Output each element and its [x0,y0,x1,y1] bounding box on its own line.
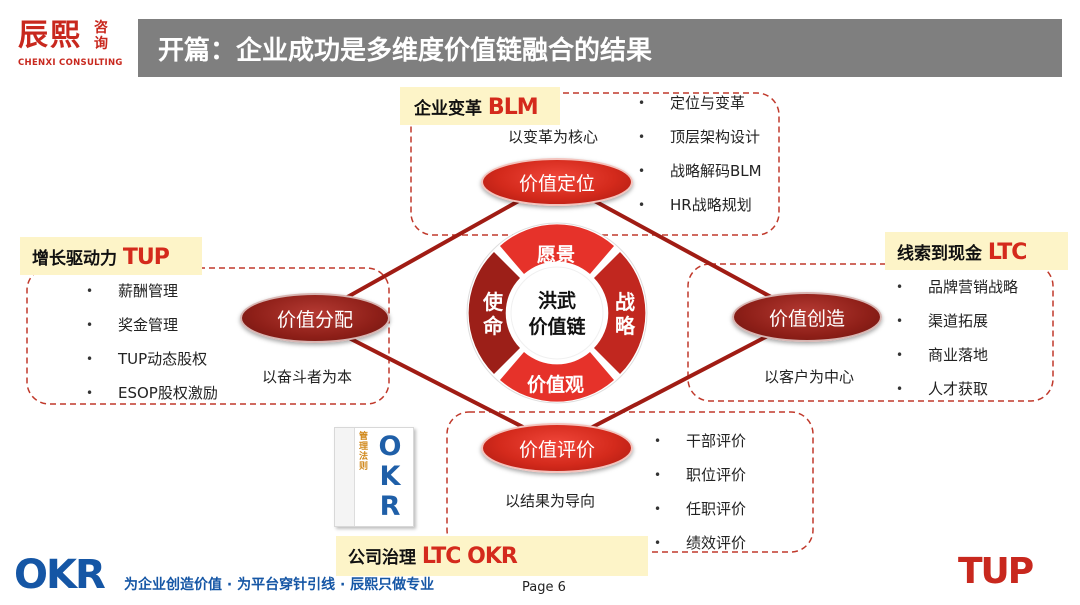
list-item: •品牌营销战略 [896,278,1019,296]
tag-enterprise-change: 企业变革 BLM [400,87,560,125]
page-number: Page 6 [522,580,566,595]
brand-tup: TUP [122,245,170,270]
book-spine [335,428,355,526]
node-label: 价值创造 [768,307,845,330]
right-dashed-box [687,263,1054,402]
node-label: 价值分配 [276,308,353,331]
caption-change-core: 以变革为核心 [508,128,599,146]
list-item: •HR战略规划 [638,196,752,214]
list-item: •职位评价 [654,466,747,484]
list-item: •战略解码BLM [638,162,762,180]
ring-core-label: 洪武价值链 [528,290,586,338]
book-brand: OKR [378,431,402,522]
bottom-dashed-box [446,411,814,553]
ring-label-mission: 使命 [483,290,503,338]
list-item: •薪酬管理 [86,282,179,300]
tag-label: 企业变革 [414,99,482,119]
list-distribution: •薪酬管理 •奖金管理 •TUP动态股权 •ESOP股权激励 [86,276,218,412]
ring-label-strategy: 战略 [615,290,635,338]
logo-subtitle: CHENXI CONSULTING [18,58,123,68]
tag-label: 增长驱动力 [32,249,117,269]
footer-slogan: 为企业创造价值 · 为平台穿针引线 · 辰熙只做专业 [124,577,435,593]
list-item: •干部评价 [654,432,747,450]
tup-logo: TUP [958,551,1034,592]
ring-label-values: 价值观 [527,374,585,396]
tag-label: 公司治理 [348,548,416,568]
caption-customer: 以客户为中心 [764,368,855,386]
tag-lead-to-cash: 线索到现金 LTC [885,232,1068,270]
list-positioning: •定位与变革 •顶层架构设计 •战略解码BLM •HR战略规划 [638,88,762,224]
node-label: 价值定位 [518,172,595,195]
list-item: •定位与变革 [638,94,746,112]
node-value-distribution: 价值分配 [240,293,390,343]
list-evaluation: •干部评价 •职位评价 •任职评价 •绩效评价 [654,426,747,562]
ring-segment-mission [468,252,520,374]
okr-logo: OKR [14,552,106,598]
tag-label: 线索到现金 [897,244,982,264]
logo-side-text: 咨询 [94,20,108,52]
title-bar: 开篇：企业成功是多维度价值链融合的结果 [138,19,1062,77]
list-item: •顶层架构设计 [638,128,761,146]
tag-corporate-governance: 公司治理 LTC OKR [336,536,648,576]
list-item: •任职评价 [654,500,747,518]
list-item: •TUP动态股权 [86,350,208,368]
tag-growth-driver: 增长驱动力 TUP [20,237,202,275]
brand-ltc-okr: LTC OKR [421,544,518,569]
caption-striver: 以奋斗者为本 [262,368,353,386]
ring-label-vision: 愿景 [537,244,576,266]
list-item: •ESOP股权激励 [86,384,218,402]
ring-segment-vision [500,224,614,274]
node-label: 价值评价 [518,438,595,461]
list-creation: •品牌营销战略 •渠道拓展 •商业落地 •人才获取 [896,272,1019,408]
ring-segment-values [500,352,614,402]
list-item: •渠道拓展 [896,312,989,330]
list-item: •绩效评价 [654,534,747,552]
node-value-evaluation: 价值评价 [481,423,633,473]
okr-book-cover: 管理法则 OKR [334,427,414,527]
center-core [510,266,604,360]
book-title: 管理法则 [359,432,369,472]
ring-segment-strategy [594,252,646,374]
node-value-creation: 价值创造 [732,292,882,342]
list-item: •人才获取 [896,380,989,398]
list-item: •奖金管理 [86,316,179,334]
node-value-positioning: 价值定位 [481,158,633,206]
brand-ltc: LTC [987,240,1028,265]
caption-results: 以结果为导向 [505,492,596,510]
list-item: •商业落地 [896,346,989,364]
brand-blm: BLM [487,95,539,120]
page-title: 开篇：企业成功是多维度价值链融合的结果 [158,36,653,66]
company-logo: 辰熙 咨询 CHENXI CONSULTING [18,18,123,73]
logo-text: 辰熙 [18,18,82,53]
